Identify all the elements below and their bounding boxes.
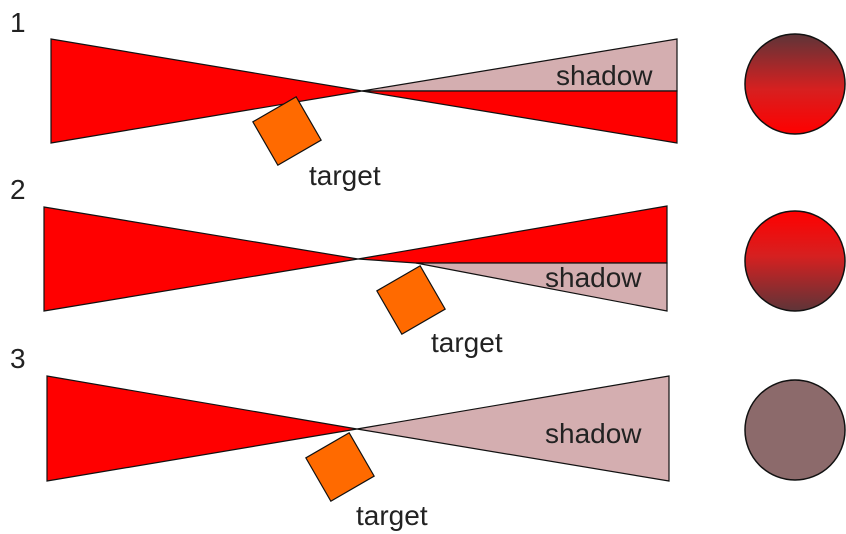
shadow-label: shadow	[545, 418, 642, 449]
panel-number: 3	[10, 343, 26, 374]
panel-2: 2 shadow target	[10, 174, 846, 358]
shadow-region	[356, 375, 670, 482]
shadow-label: shadow	[556, 60, 653, 91]
panel-1: 1 shadow target	[10, 7, 846, 191]
panel-number: 1	[10, 7, 26, 38]
panel-number: 2	[10, 174, 26, 205]
beam-right-cone	[357, 205, 668, 264]
target-label: target	[431, 327, 503, 358]
shadow-label: shadow	[545, 262, 642, 293]
target-label: target	[356, 500, 428, 531]
target-block	[305, 432, 375, 502]
spot-circle	[744, 379, 846, 481]
shadow-region	[415, 262, 668, 312]
spot-circle	[744, 33, 846, 135]
panel-3: 3 shadow target	[10, 343, 846, 531]
beam-left-cone	[43, 206, 359, 312]
beam-left-cone	[50, 38, 363, 144]
beam-right-cone	[361, 90, 678, 144]
beam-left-cone	[46, 375, 358, 482]
target-block	[376, 265, 446, 335]
target-label: target	[309, 160, 381, 191]
spot-circle	[744, 210, 846, 312]
target-block	[252, 96, 322, 166]
